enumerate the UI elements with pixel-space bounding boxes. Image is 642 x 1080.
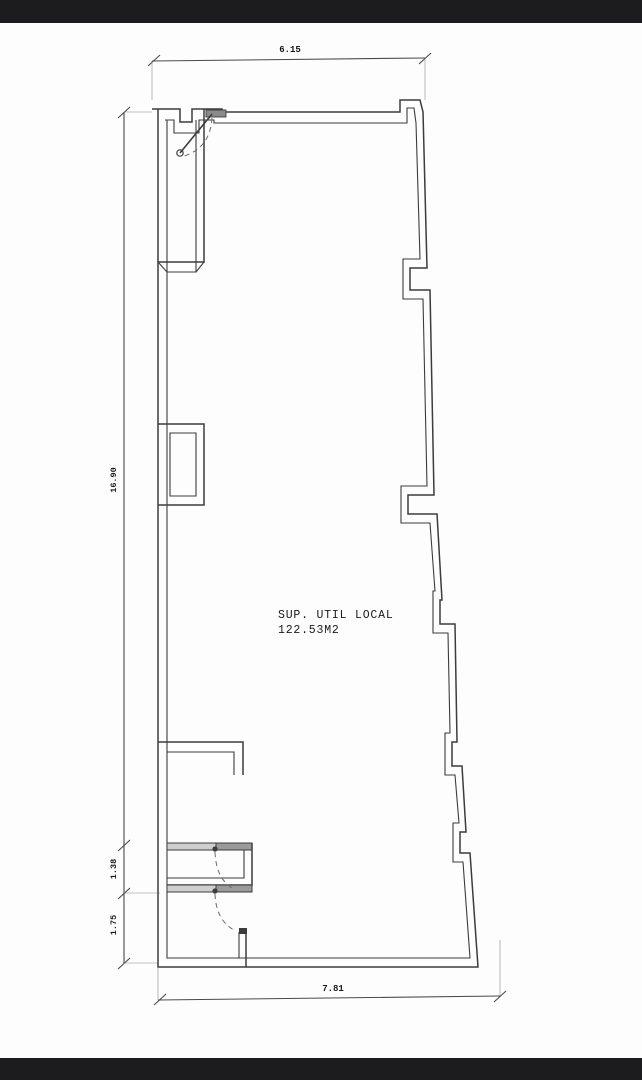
room-door-swing-lower [212, 888, 235, 931]
dimension-bottom: 7.81 [153, 940, 507, 1006]
partition-room-lower [166, 884, 253, 893]
bottom-letterbox-bar [0, 1058, 642, 1080]
dimension-left-main: 16.90 [109, 106, 152, 852]
left-wall-upper-alcove [157, 109, 205, 273]
dimension-top: 6.15 [147, 45, 432, 100]
area-label-line2: 122.53M2 [278, 624, 340, 637]
top-letterbox-bar [0, 0, 642, 23]
area-label-line1: SUP. UTIL LOCAL [278, 609, 394, 622]
dimension-left-lower-2-label: 1.75 [109, 915, 119, 935]
interior-shaft [158, 423, 205, 506]
dimension-left-lower-2: 1.75 [109, 893, 158, 970]
drawing-canvas: 6.15 7.81 16.90 [0, 23, 642, 1058]
partition-room-vertical-lower [238, 928, 247, 967]
left-wall-mid-step [158, 741, 244, 775]
building-inner-wall [165, 107, 471, 959]
building-outer-wall [152, 99, 479, 968]
entry-door-swing [176, 109, 227, 157]
dimension-left-lower-1-label: 1.38 [109, 859, 119, 879]
dimension-top-label: 6.15 [279, 45, 301, 55]
room-door-swing-upper [212, 846, 233, 889]
dimension-left-lower-1: 1.38 [109, 845, 160, 900]
partition-room-upper [166, 842, 253, 851]
dimension-left-main-label: 16.90 [109, 467, 119, 493]
dimension-bottom-label: 7.81 [322, 984, 344, 994]
